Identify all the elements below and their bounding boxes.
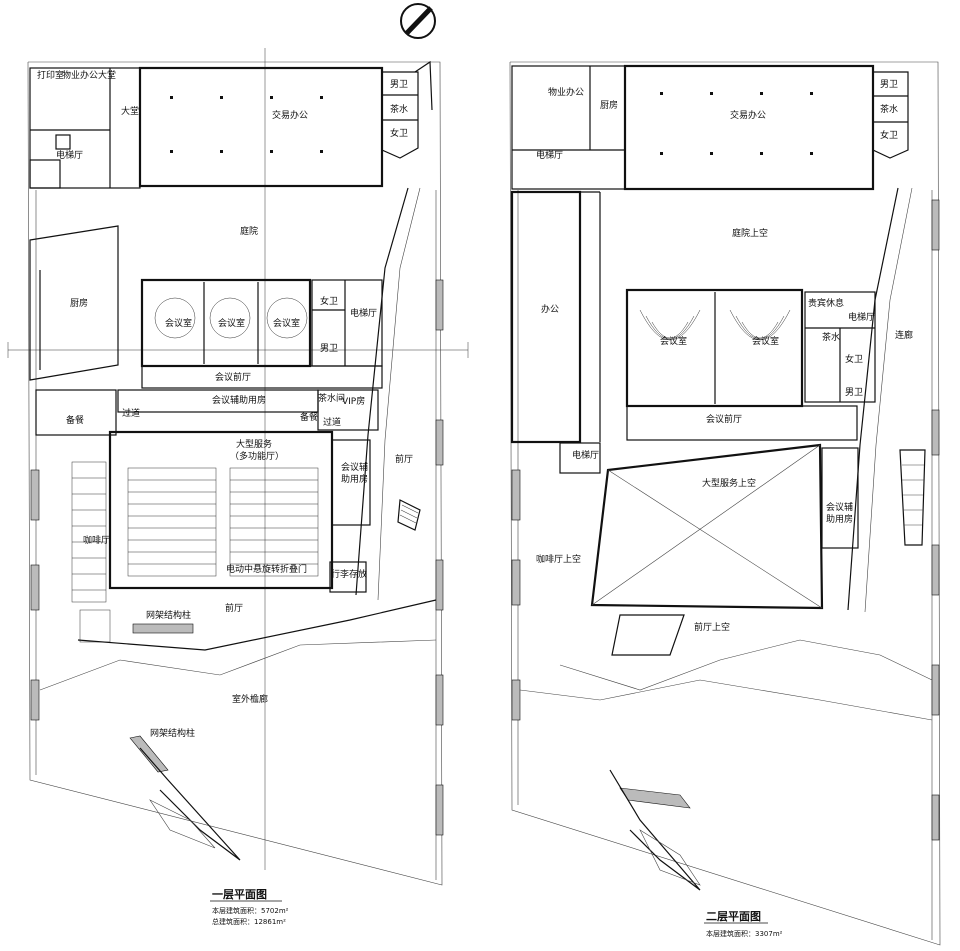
label2-courtyard-void: 庭院上空	[732, 227, 768, 239]
label-trading-office: 交易办公	[272, 109, 308, 121]
label2-male-wc-2: 男卫	[845, 387, 863, 398]
label-banquet-1: 大型服务	[236, 438, 272, 450]
label2-elevator-hall-2: 电梯厅	[848, 311, 875, 323]
label2-tea: 茶水	[880, 103, 898, 115]
label2-elevator-hall-3: 电梯厅	[572, 449, 599, 461]
plan2-area-1: 本层建筑面积：3307m²	[706, 929, 783, 938]
plan2-labels: 物业办公 厨房 交易办公 男卫 茶水 女卫 电梯厅 庭院上空 办公 会议室 会议…	[536, 79, 913, 938]
label-male-wc: 男卫	[390, 79, 408, 90]
label-meeting-room-b: 会议室	[218, 317, 245, 329]
label2-meeting-room-b: 会议室	[752, 335, 779, 347]
label-meeting-aux-2a: 会议辅	[341, 461, 368, 473]
label-elevator-hall-2: 电梯厅	[350, 307, 377, 319]
label-luggage: 行李存放	[331, 568, 367, 580]
label-print: 打印室	[37, 69, 64, 81]
label2-meeting-room-a: 会议室	[660, 335, 687, 347]
plan1-area-1: 本层建筑面积：5702m²	[212, 906, 289, 915]
plan1-area-2: 总建筑面积：12861m²	[212, 917, 286, 926]
label-outdoor-gallery: 室外檐廊	[232, 693, 268, 705]
label-prep: 备餐	[66, 414, 84, 426]
label2-male-wc: 男卫	[880, 79, 898, 90]
plan2-caption: 二层平面图	[706, 910, 761, 923]
plan1-drawing	[7, 48, 469, 886]
label-meeting-aux-2b: 助用房	[341, 473, 368, 485]
label2-meeting-aux-a: 会议辅	[826, 501, 853, 513]
plan1-caption: 一层平面图	[212, 888, 267, 901]
label2-cafe-void: 咖啡厅上空	[536, 553, 581, 565]
label-tea-room: 茶水间	[318, 392, 345, 404]
label2-female-wc: 女卫	[880, 129, 898, 141]
label-meeting-front-hall: 会议前厅	[215, 371, 251, 383]
label-space-frame-column: 网架结构柱	[146, 609, 191, 621]
label2-bridge: 连廊	[895, 329, 913, 341]
label-front-hall: 前厅	[395, 453, 413, 465]
label2-property-office: 物业办公	[548, 86, 584, 98]
label-vip-room: VIP房	[342, 395, 365, 407]
label2-meeting-aux-b: 助用房	[826, 513, 853, 525]
label2-elevator-hall: 电梯厅	[536, 149, 563, 161]
label-partition-door: 电动中悬旋转折叠门	[226, 563, 307, 575]
label-meeting-aux: 会议辅助用房	[212, 394, 266, 406]
label-courtyard: 庭院	[240, 225, 258, 237]
label2-tea-2: 茶水	[822, 331, 840, 343]
label2-vip-lounge: 贵宾休息	[808, 297, 844, 309]
label2-banquet-void: 大型服务上空	[702, 477, 756, 489]
label-space-frame-column-2: 网架结构柱	[150, 727, 195, 739]
plan1-labels: 打印室 物业办公大堂 大堂 交易办公 男卫 茶水 女卫 电梯厅 庭院 厨房 会议…	[37, 69, 413, 926]
label-banquet-2: （多功能厅）	[230, 450, 284, 462]
label-cafe: 咖啡厅	[83, 534, 110, 546]
label2-trading-office: 交易办公	[730, 109, 766, 121]
label-female-wc: 女卫	[390, 127, 408, 139]
north-arrow-icon	[400, 3, 436, 39]
label-property-lobby: 物业办公大堂	[62, 69, 116, 81]
label-kitchen: 厨房	[70, 297, 88, 309]
label2-meeting-front-hall: 会议前厅	[706, 413, 742, 425]
label-female-wc-2: 女卫	[320, 295, 338, 307]
label2-female-wc-2: 女卫	[845, 353, 863, 365]
label-meeting-room-c: 会议室	[273, 317, 300, 329]
label2-office: 办公	[541, 303, 559, 315]
label-front-hall-1b: 前厅	[225, 602, 243, 614]
label2-kitchen: 厨房	[600, 99, 618, 111]
label-tea: 茶水	[390, 103, 408, 115]
label-elevator-hall: 电梯厅	[56, 149, 83, 161]
label-corridor: 过道	[122, 407, 140, 419]
label-prep-2: 备餐	[300, 411, 318, 423]
label-male-wc-2: 男卫	[320, 343, 338, 354]
plan2-drawing	[509, 61, 941, 946]
label-meeting-room-a: 会议室	[165, 317, 192, 329]
label2-front-hall-void: 前厅上空	[694, 621, 730, 633]
label-corridor-2: 过道	[323, 416, 341, 428]
label-lobby: 大堂	[121, 105, 139, 117]
